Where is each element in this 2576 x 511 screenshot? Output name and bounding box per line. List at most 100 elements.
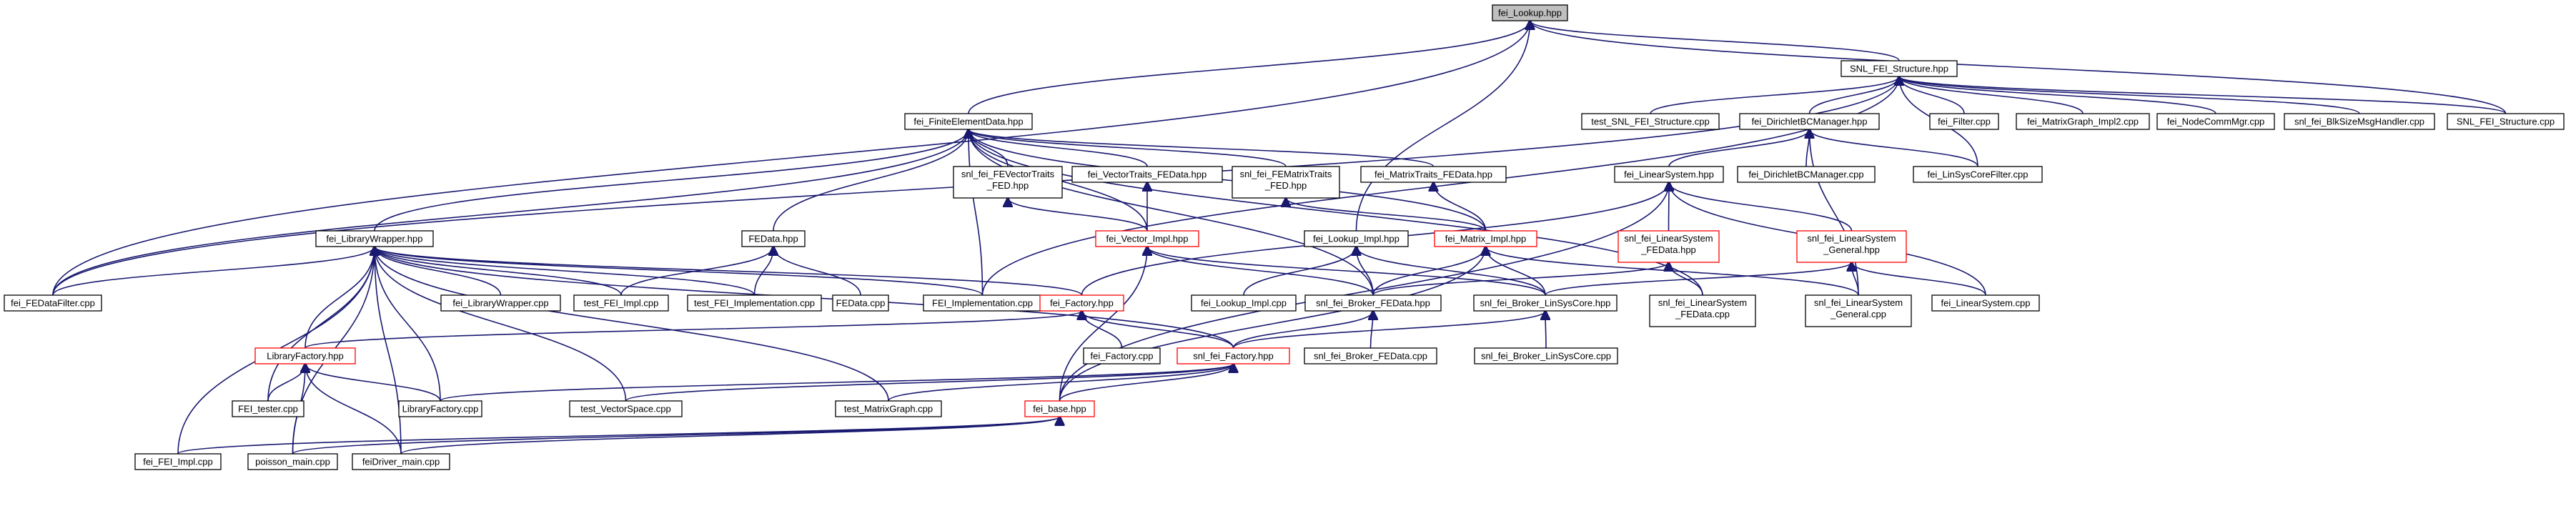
node-snl-struct-cpp[interactable]: SNL_FEI_Structure.cpp xyxy=(2447,113,2565,130)
node-label: fei_DirichletBCManager.hpp xyxy=(1752,116,1868,127)
node-label: poisson_main.cpp xyxy=(255,457,330,467)
node-test-mg[interactable]: test_MatrixGraph.cpp xyxy=(835,400,942,417)
node-brk-lsc[interactable]: snl_fei_Broker_LinSysCore.hpp xyxy=(1473,294,1618,312)
node-box xyxy=(232,400,304,417)
node-snl-factory[interactable]: snl_fei_Factory.hpp xyxy=(1176,347,1290,364)
edge-test_fei_impl-to-libwrap xyxy=(375,247,622,296)
node-factory-cpp[interactable]: fei_Factory.cpp xyxy=(1083,347,1161,364)
node-label: fei_FEDataFilter.cpp xyxy=(11,298,95,309)
node-snl-fmt[interactable]: snl_fei_FEMatrixTraits_FED.hpp xyxy=(1232,166,1340,199)
node-box xyxy=(741,230,806,247)
node-box xyxy=(1649,294,1756,327)
node-snl-fevt[interactable]: snl_fei_FEVectorTraits_FED.hpp xyxy=(953,166,1063,199)
node-box xyxy=(2447,113,2565,130)
node-snl-ls-fed-cpp[interactable]: snl_fei_LinearSystem_FEData.cpp xyxy=(1649,294,1756,327)
edge-fei_impl_cpp-to-snl_struct xyxy=(981,76,1900,296)
edge-snl_factory-to-brk_fed xyxy=(1232,311,1374,349)
node-box xyxy=(1191,294,1297,312)
node-libwrap-cpp[interactable]: fei_LibraryWrapper.cpp xyxy=(440,294,561,312)
node-fei-vt[interactable]: fei_VectorTraits_FEData.hpp xyxy=(1071,166,1223,183)
node-fed[interactable]: fei_FiniteElementData.hpp xyxy=(904,113,1033,130)
node-factory[interactable]: fei_Factory.hpp xyxy=(1039,294,1124,312)
node-label: test_SNL_FEI_Structure.cpp xyxy=(1591,116,1709,127)
edge-fei_mt-to-fed xyxy=(969,129,1435,167)
node-filter[interactable]: fei_Filter.cpp xyxy=(1929,113,1999,130)
node-fedata-cpp[interactable]: FEData.cpp xyxy=(832,294,889,312)
node-box xyxy=(1796,230,1907,263)
edge-lookup_impl-to-lookup xyxy=(1355,21,1530,232)
node-poisson[interactable]: poisson_main.cpp xyxy=(247,453,338,470)
node-lookup-impl-cpp[interactable]: fei_Lookup_Impl.cpp xyxy=(1191,294,1297,312)
edge-test_fei_impl-to-fedata xyxy=(620,247,773,296)
node-box xyxy=(569,400,683,417)
node-mat-impl[interactable]: fei_Matrix_Impl.hpp xyxy=(1434,230,1537,247)
edge-brk_lsc-to-snl_ls_gen xyxy=(1545,262,1852,296)
node-test-fei-impl2[interactable]: test_FEI_Implementation.cpp xyxy=(687,294,822,312)
node-box xyxy=(1024,400,1095,417)
edge-ncm-to-snl_struct xyxy=(1899,76,2216,114)
node-label: _FED.hpp xyxy=(1264,180,1307,191)
node-snl-ls-gen[interactable]: snl_fei_LinearSystem_General.hpp xyxy=(1796,230,1907,263)
node-test-snl[interactable]: test_SNL_FEI_Structure.cpp xyxy=(1581,113,1720,130)
node-label: SNL_FEI_Structure.hpp xyxy=(1850,64,1948,74)
node-libwrap[interactable]: fei_LibraryWrapper.hpp xyxy=(315,230,434,247)
node-libfac-cpp[interactable]: LibraryFactory.cpp xyxy=(398,400,482,417)
node-label: snl_fei_Factory.hpp xyxy=(1193,351,1274,362)
node-label: fei_Factory.hpp xyxy=(1050,298,1114,309)
node-brk-fed[interactable]: snl_fei_Broker_FEData.hpp xyxy=(1304,294,1442,312)
edge-snl_factory-to-brk_lsc xyxy=(1232,311,1546,349)
node-box xyxy=(1614,166,1724,183)
node-snl-struct[interactable]: SNL_FEI_Structure.hpp xyxy=(1841,60,1958,77)
node-fei-base[interactable]: fei_base.hpp xyxy=(1024,400,1095,417)
node-box xyxy=(1737,166,1876,183)
node-feidriver[interactable]: feiDriver_main.cpp xyxy=(352,453,450,470)
node-label: FEI_Implementation.cpp xyxy=(932,298,1033,309)
node-label: fei_LibraryWrapper.cpp xyxy=(452,298,548,309)
node-dbc-cpp[interactable]: fei_DirichletBCManager.cpp xyxy=(1737,166,1876,183)
node-test-vs[interactable]: test_VectorSpace.cpp xyxy=(569,400,683,417)
node-blk[interactable]: snl_fei_BlkSizeMsgHandler.cpp xyxy=(2284,113,2435,130)
edge-fei_vt-to-fed xyxy=(969,129,1148,167)
node-ls-cpp[interactable]: fei_LinearSystem.cpp xyxy=(1931,294,2040,312)
node-label: SNL_FEI_Structure.cpp xyxy=(2457,116,2555,127)
node-lookup[interactable]: fei_Lookup.hpp xyxy=(1492,4,1568,21)
node-label: snl_fei_Broker_FEData.cpp xyxy=(1314,351,1427,362)
edge-mat_impl-to-fei_mt xyxy=(1434,182,1487,232)
node-fei-fei-impl[interactable]: fei_FEI_Impl.cpp xyxy=(134,453,222,470)
edge-brk_fed-to-snl_ls_fed xyxy=(1372,262,1669,296)
node-lscf[interactable]: fei_LinSysCoreFilter.cpp xyxy=(1913,166,2043,183)
node-brk-fed-cpp[interactable]: snl_fei_Broker_FEData.cpp xyxy=(1304,347,1437,364)
node-fedata[interactable]: FEData.hpp xyxy=(741,230,806,247)
node-fedf[interactable]: fei_FEDataFilter.cpp xyxy=(4,294,102,312)
node-label: fei_NodeCommMgr.cpp xyxy=(2167,116,2265,127)
node-snl-ls-fed[interactable]: snl_fei_LinearSystem_FEData.hpp xyxy=(1618,230,1720,263)
node-test-fei-impl[interactable]: test_FEI_Impl.cpp xyxy=(573,294,669,312)
node-ncm[interactable]: fei_NodeCommMgr.cpp xyxy=(2156,113,2275,130)
node-fei-mt[interactable]: fei_MatrixTraits_FEData.hpp xyxy=(1360,166,1507,183)
node-box xyxy=(1304,230,1409,247)
edge-brk_fed-to-vec_impl xyxy=(1147,247,1374,296)
node-label: fei_FiniteElementData.hpp xyxy=(913,116,1023,127)
node-box xyxy=(1929,113,1999,130)
node-fei-impl-cpp[interactable]: FEI_Implementation.cpp xyxy=(923,294,1042,312)
edge-libfac_cpp-to-libfac xyxy=(305,364,441,402)
node-label: fei_LinearSystem.cpp xyxy=(1941,298,2030,309)
node-lookup-impl[interactable]: fei_Lookup_Impl.hpp xyxy=(1304,230,1409,247)
node-label: _FEData.hpp xyxy=(1640,244,1696,255)
edge-feidriver-to-fei_base xyxy=(400,417,1060,455)
node-vec-impl[interactable]: fei_Vector_Impl.hpp xyxy=(1095,230,1199,247)
node-label: fei_LibraryWrapper.hpp xyxy=(327,234,423,244)
node-label: fei_FEI_Impl.cpp xyxy=(143,457,213,467)
node-fei-tester[interactable]: FEI_tester.cpp xyxy=(232,400,304,417)
node-dbc[interactable]: fei_DirichletBCManager.hpp xyxy=(1739,113,1880,130)
edge-ls_cpp-to-snl_ls_gen xyxy=(1852,262,1986,296)
edge-fei_base-to-snl_factory xyxy=(1059,364,1234,402)
edge-snl_factory-to-factory xyxy=(1082,311,1234,349)
node-brk-lsc-cpp[interactable]: snl_fei_Broker_LinSysCore.cpp xyxy=(1474,347,1618,364)
node-label: _General.hpp xyxy=(1823,244,1880,255)
node-snl-ls-gen-cpp[interactable]: snl_fei_LinearSystem_General.cpp xyxy=(1805,294,1912,327)
node-linsys[interactable]: fei_LinearSystem.hpp xyxy=(1614,166,1724,183)
node-mgimpl2[interactable]: fei_MatrixGraph_Impl2.cpp xyxy=(2016,113,2150,130)
node-label: snl_fei_LinearSystem xyxy=(1807,233,1896,244)
node-libfac[interactable]: LibraryFactory.hpp xyxy=(254,347,356,364)
